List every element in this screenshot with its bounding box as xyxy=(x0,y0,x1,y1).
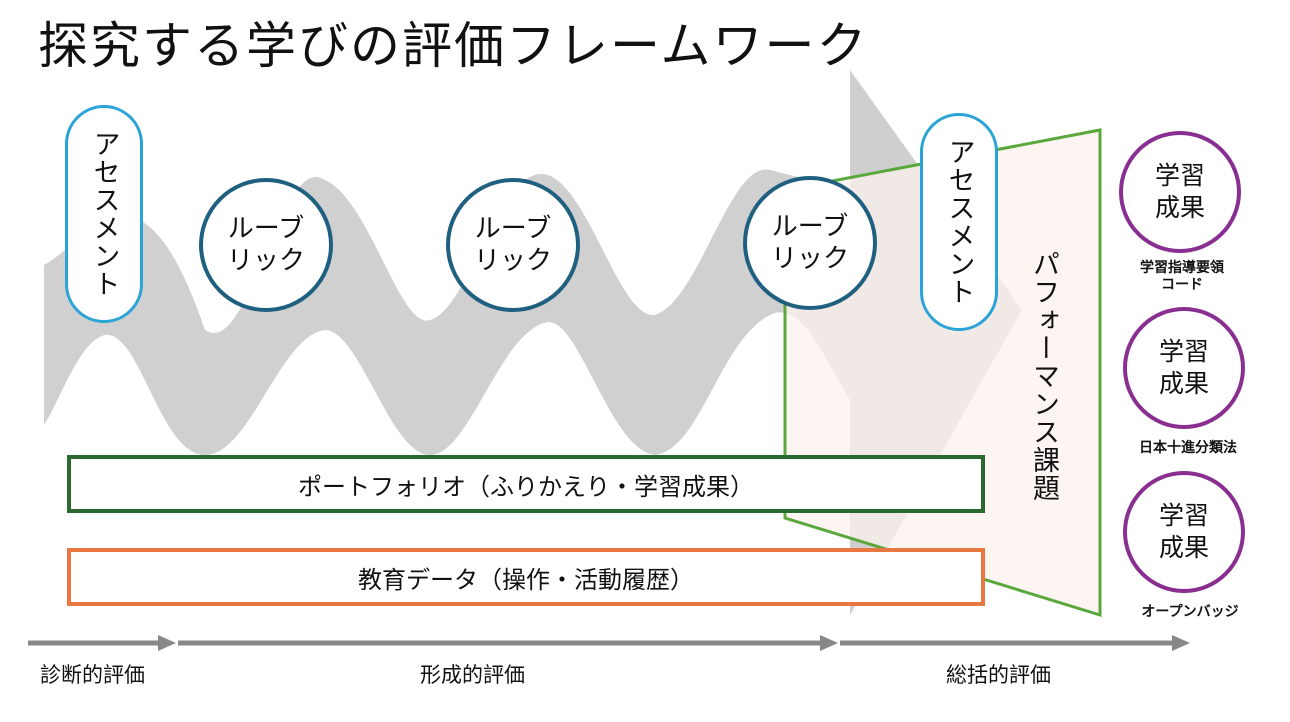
rubric-circle: ルーブリック xyxy=(199,178,333,312)
outcome-line2: 成果 xyxy=(1158,369,1209,398)
education-data-bar: 教育データ（操作・活動履歴） xyxy=(67,548,985,606)
phase-summative: 総括的評価 xyxy=(946,663,1051,687)
phase-arrows xyxy=(28,635,1190,651)
assessment-label: アセスメント xyxy=(88,130,120,298)
phase-formative: 形成的評価 xyxy=(420,663,525,687)
assessment-summative: アセスメント xyxy=(920,113,998,331)
assessment-label: アセスメント xyxy=(943,138,975,306)
performance-task-label: パフォーマンス課題 xyxy=(1028,250,1059,502)
rubric-line2: リック xyxy=(226,246,305,276)
outcome-caption: 学習指導要領 コード xyxy=(1140,260,1224,293)
outcome-circle: 学習成果 xyxy=(1123,307,1245,429)
portfolio-bar: ポートフォリオ（ふりかえり・学習成果） xyxy=(67,455,985,513)
rubric-line1: ルーブ xyxy=(771,211,849,242)
rubric-line1: ルーブ xyxy=(227,213,305,244)
outcome-circle: 学習成果 xyxy=(1123,471,1245,593)
phase-diagnostic: 診断的評価 xyxy=(40,663,145,687)
outcome-caption: 日本十進分類法 xyxy=(1139,440,1237,456)
outcome-line1: 学習 xyxy=(1158,500,1209,530)
outcome-line1: 学習 xyxy=(1154,160,1205,190)
outcome-line1: 学習 xyxy=(1158,336,1209,366)
rubric-line1: ルーブ xyxy=(474,213,552,244)
outcome-line2: 成果 xyxy=(1154,193,1205,222)
outcome-circle: 学習成果 xyxy=(1119,131,1241,253)
outcome-caption: オープンバッジ xyxy=(1141,604,1239,620)
page-title: 探究する学びの評価フレームワーク xyxy=(38,17,869,75)
rubric-circle: ルーブリック xyxy=(446,178,580,312)
loop-wave-band xyxy=(44,169,850,455)
assessment-diagnostic: アセスメント xyxy=(65,105,143,323)
rubric-circle: ルーブリック xyxy=(743,176,877,310)
rubric-line2: リック xyxy=(473,246,552,276)
rubric-line2: リック xyxy=(770,244,849,274)
outcome-line2: 成果 xyxy=(1158,533,1209,562)
